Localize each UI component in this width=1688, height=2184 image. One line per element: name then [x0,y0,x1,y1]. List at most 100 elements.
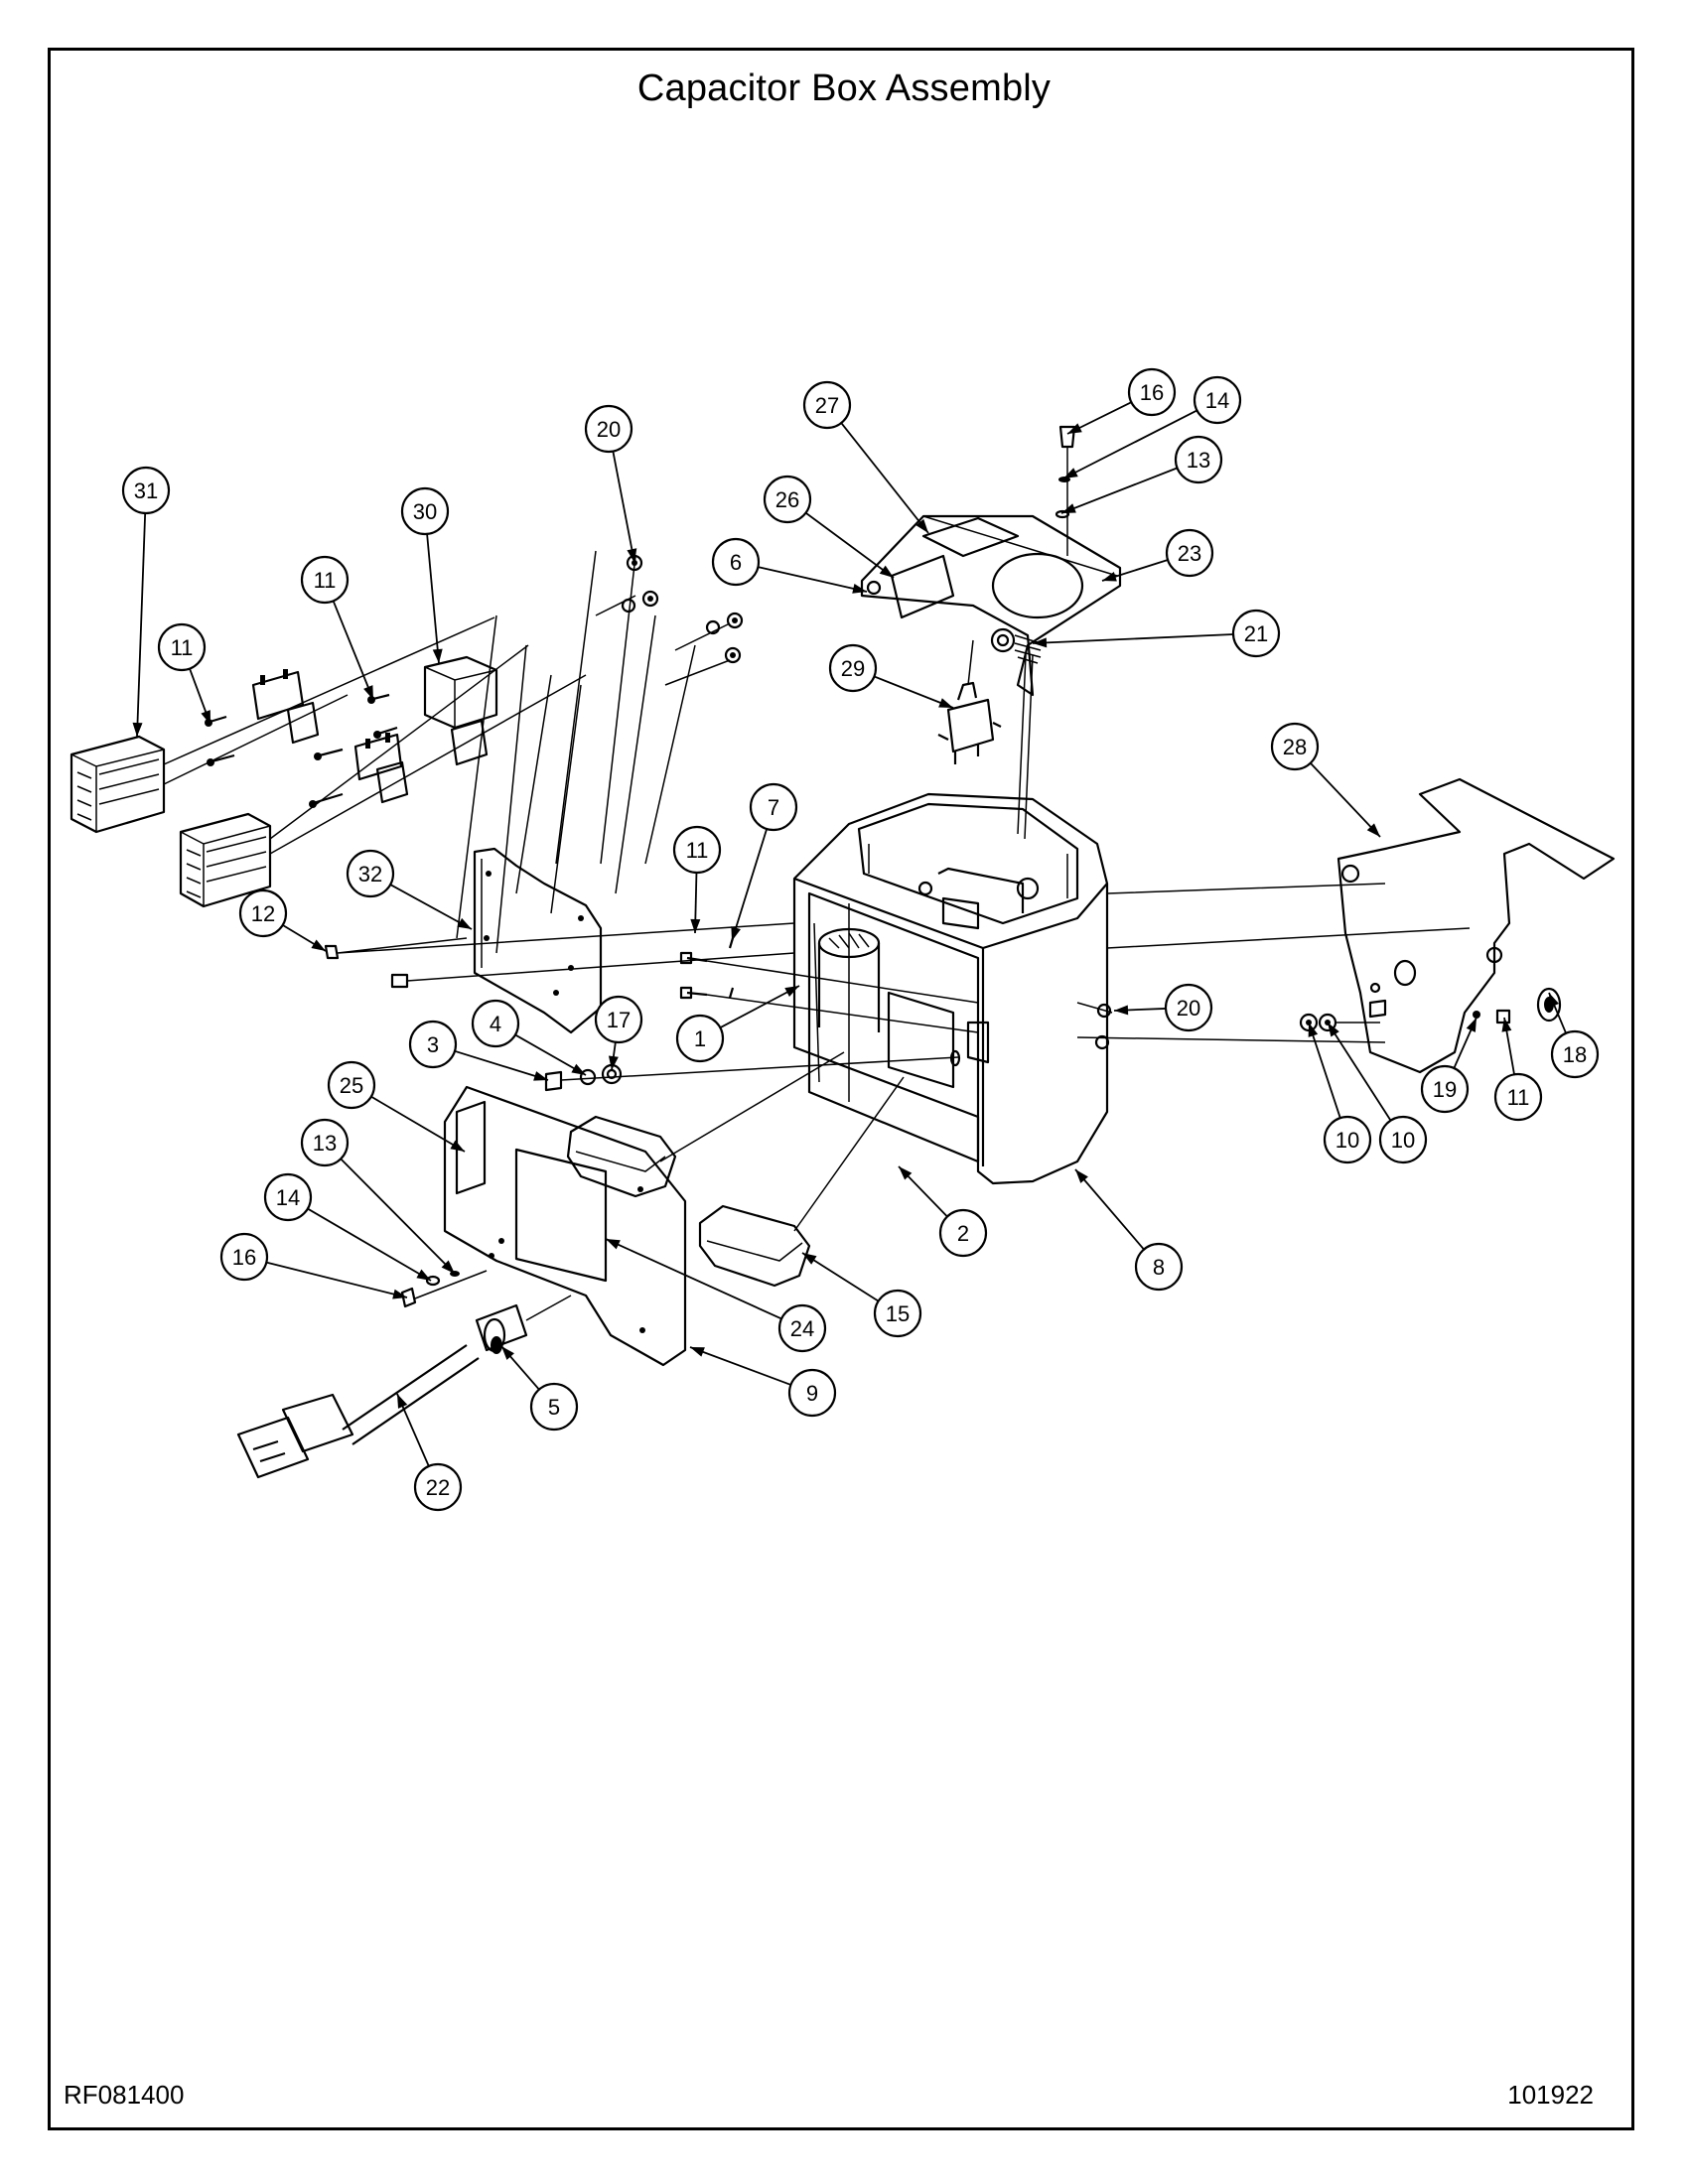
leader-line-c9 [689,1346,791,1386]
callout-circle [1193,375,1242,425]
relay-switch-left [251,669,320,745]
leader-line-c11a [332,600,374,701]
leader-line-c13a [1060,467,1178,514]
callout-c20b: 20 [1164,983,1213,1032]
arrowhead-c30 [432,648,443,663]
arrowhead-c11a [363,685,373,700]
callout-number: 11 [314,568,337,593]
callout-c4: 4 [471,999,520,1048]
foam-pad-15 [698,1076,905,1288]
arrowhead-c11b [201,710,211,725]
label-24 [514,1148,608,1283]
callout-number: 22 [426,1475,450,1500]
leader-line-c7 [731,828,769,942]
callout-number: 20 [597,417,621,442]
arrowhead-c11d [1501,1018,1512,1032]
callout-circle [1127,367,1177,417]
callout-number: 24 [790,1316,814,1341]
callout-circle [1270,722,1320,771]
callout-c14b: 14 [263,1172,313,1222]
leader-line-c13b [340,1158,456,1275]
leader-line-c6 [758,566,868,593]
leader-line-c31 [136,512,147,738]
relay-30 [423,655,498,766]
arrowhead-c20b [1114,1005,1129,1016]
arrowhead-c14a [1063,468,1078,478]
arrowhead-c7 [731,926,741,941]
callout-circle [471,999,520,1048]
nuts-20-top [595,554,744,686]
leader-line-c28 [1310,762,1381,838]
callout-number: 29 [841,656,865,681]
callout-circle [672,825,722,875]
leader-line-c1 [719,985,800,1029]
callout-number: 23 [1178,541,1201,566]
callout-circle [711,537,761,587]
callout-number: 3 [427,1032,439,1057]
callout-circle [584,404,633,454]
callout-circle [828,643,878,693]
leader-line-c14a [1062,409,1197,479]
arrowhead-c19 [1466,1018,1477,1032]
callout-c9: 9 [787,1368,837,1418]
callout-c15: 15 [873,1289,922,1338]
arrowhead-c8 [1075,1169,1088,1183]
callout-number: 26 [775,487,799,512]
callout-c7: 7 [749,782,798,832]
leader-line-c24 [605,1238,782,1320]
screw-stack-top [1055,425,1076,556]
arrowhead-c26 [879,565,894,578]
callout-circle [777,1303,827,1353]
callout-number: 6 [730,550,742,575]
leader-line-c10a [1308,1022,1341,1119]
arrowhead-c2 [899,1166,913,1180]
callout-circle [675,1014,725,1063]
callout-circle [300,1118,350,1167]
arrowhead-c10a [1308,1023,1319,1037]
leader-line-c26 [804,511,895,579]
leader-line-c15 [801,1252,880,1302]
callout-c13b: 13 [300,1118,350,1167]
arrowhead-c20a [627,548,637,563]
capacitor-box-8 [792,792,1109,1185]
callout-circle [1493,1072,1543,1122]
callout-c22: 22 [413,1462,463,1512]
strain-relief-21 [990,627,1042,840]
arrowhead-c11c [690,918,701,933]
callout-c23: 23 [1165,528,1214,578]
screw-stack-panel [400,1270,488,1308]
cord-grip-5 [475,1295,572,1354]
callout-c3: 3 [408,1020,458,1069]
leader-line-c16b [266,1261,408,1298]
callout-number: 12 [251,901,275,926]
callout-circle [873,1289,922,1338]
callout-number: 5 [548,1395,560,1420]
leader-line-c10b [1327,1022,1392,1122]
arrowhead-c13b [441,1260,455,1274]
callout-number: 2 [957,1221,969,1246]
leader-line-c29 [874,675,954,709]
callout-c1: 1 [675,1014,725,1063]
terminal-block-upper [70,735,166,834]
back-panel-9 [443,1085,687,1367]
callout-c10a: 10 [1323,1115,1372,1164]
leader-line-c27 [840,422,929,534]
arrowhead-c28 [1366,823,1380,837]
label-25 [455,1100,487,1195]
callout-number: 32 [358,862,382,887]
callout-c31: 31 [121,466,171,515]
foam-pad-upper [566,1051,845,1198]
arrowhead-c5 [501,1346,514,1360]
callout-circle [787,1368,837,1418]
leader-line-c3 [454,1049,549,1081]
leader-line-c32 [389,884,473,930]
arrowhead-c13a [1061,503,1076,513]
arrowhead-c16a [1067,423,1082,434]
callout-number: 4 [490,1012,501,1036]
capacitor-1 [817,927,955,1089]
callout-c11b: 11 [157,622,207,672]
leader-line-c25 [370,1095,466,1153]
callout-circle [763,475,812,524]
side-bracket-28 [1336,777,1616,1074]
